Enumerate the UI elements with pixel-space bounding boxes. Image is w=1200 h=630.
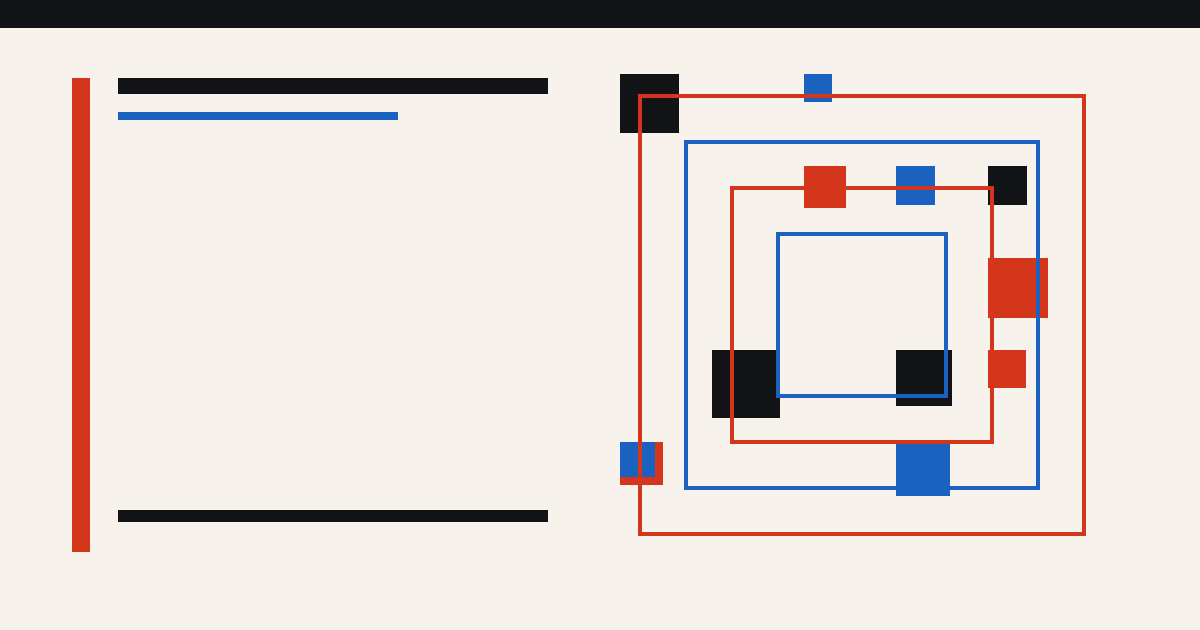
blue-block-top [804,74,832,102]
third-red-square-outline [730,186,994,444]
left-accent-rule [72,78,90,552]
second-blue-square-outline [684,140,1040,490]
blue-block-bottom-middle [896,442,950,496]
footer-placeholder-rule [118,510,548,522]
blue-block-upper-middle [896,166,935,205]
red-block-right-large [988,258,1048,318]
black-block-lower-left [712,350,780,418]
black-block-lower-middle [896,350,952,406]
title-placeholder-rule [118,78,548,94]
outer-red-square-outline [638,94,1086,536]
top-bar [0,0,1200,28]
red-block-upper-middle [804,166,846,208]
subtitle-placeholder-rule [118,112,398,120]
black-block-upper-right [988,166,1027,205]
blue-block-bottom-left [620,442,655,477]
red-block-right-small [988,350,1026,388]
red-block-bottom-left [620,442,663,485]
inner-blue-square-outline [776,232,948,398]
black-block-top-left [620,74,679,133]
